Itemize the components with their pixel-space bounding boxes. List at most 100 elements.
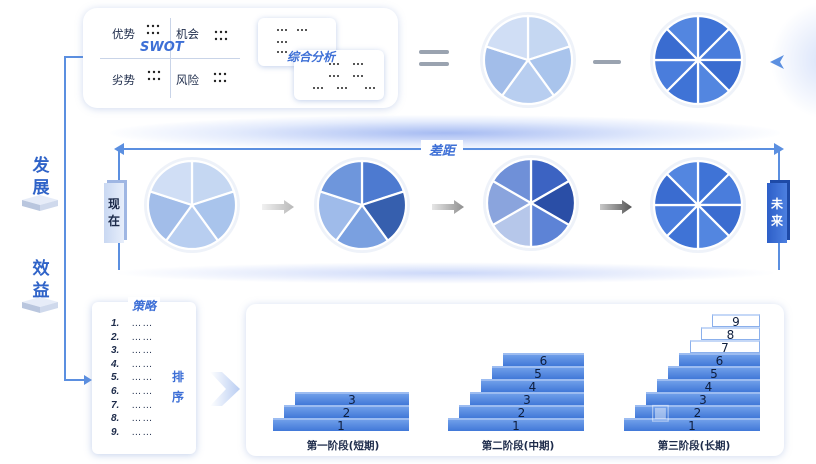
ranking-char: 排: [171, 370, 184, 384]
pie-segment: [484, 14, 530, 62]
strategy-item-number: 1.: [111, 318, 120, 329]
arrow-left-icon: [770, 55, 784, 69]
stair-step: 1: [624, 418, 760, 432]
connector-line: [64, 56, 84, 58]
equals-sign-icon: [419, 62, 449, 66]
dots-icon: [146, 24, 160, 35]
benefit-label: 效益: [26, 258, 56, 302]
strategy-item-number: 2.: [111, 331, 120, 343]
stage-label: 第一阶段(短期): [306, 440, 380, 452]
now-pillar: 现 在: [104, 183, 124, 243]
strategy-item: 4. ……: [111, 359, 153, 370]
swot-threat: 风险: [176, 73, 199, 87]
pie-segment: [526, 45, 574, 98]
strategy-item-ellipsis: ……: [131, 386, 154, 397]
pie-segment: [482, 45, 530, 98]
strategy-item: 5. ……: [111, 372, 153, 383]
dots-icon: [213, 72, 227, 83]
stair-step: 7: [690, 340, 760, 354]
analysis-card: [294, 50, 384, 100]
swot-title: SWOT: [140, 40, 184, 55]
strategy-item-ellipsis: ……: [131, 318, 154, 329]
pie-stage-1: [314, 157, 410, 253]
stair-step: 1: [273, 418, 409, 432]
strategy-item: 6. ……: [111, 386, 153, 397]
strategy-item-number: 4.: [111, 358, 120, 370]
strategy-item-number: 6.: [111, 386, 120, 397]
connector-line: [64, 379, 86, 381]
pie-segment: [491, 157, 533, 205]
strategy-item-ellipsis: ……: [131, 345, 154, 357]
gap-label: 差距: [421, 140, 464, 159]
dots-icon: [313, 63, 375, 89]
stair-step: 6: [503, 353, 584, 367]
strategy-item-number: 5.: [111, 372, 120, 384]
strategy-item: 7. ……: [111, 400, 153, 411]
ranking-char: 序: [171, 390, 184, 404]
cube-base-icon: [22, 195, 58, 211]
pie-segment: [316, 190, 364, 243]
stair-step: 1: [448, 418, 584, 432]
pie-diagram-target: [650, 12, 746, 108]
strategy-item-number: 8.: [111, 413, 120, 425]
swot-opportunity: 机会: [176, 27, 199, 41]
strategy-item: 2. ……: [111, 332, 153, 343]
stage-label: 第二阶段(中期): [481, 440, 555, 452]
strategy-item-ellipsis: ……: [131, 358, 154, 370]
pie-diagram-current: [480, 12, 576, 108]
ranking-label: 排 序: [171, 367, 185, 407]
stair-step: 3: [470, 392, 584, 406]
pie-segment: [148, 159, 194, 207]
stair-step: 6: [679, 353, 760, 367]
strategy-item-ellipsis: ……: [131, 426, 154, 438]
strategy-card: [92, 302, 196, 454]
swot-weakness: 劣势: [112, 73, 135, 87]
future-pillar: 未 来: [767, 183, 787, 243]
swot-strength: 优势: [112, 27, 135, 41]
now-char: 在: [107, 214, 120, 228]
future-char: 未: [770, 197, 783, 211]
future-char: 来: [770, 214, 783, 228]
arrow-right-icon: [600, 200, 632, 214]
chevron-right-icon: [210, 372, 240, 406]
stair-step: 2: [459, 405, 584, 419]
pie-segment: [665, 14, 700, 63]
dots-icon: [147, 70, 161, 81]
stair-step: 2: [635, 405, 760, 419]
synthesis-title: 综合分析: [287, 50, 336, 64]
pie-segment: [190, 190, 238, 243]
strategy-item-ellipsis: ……: [131, 372, 154, 384]
strategy-item-ellipsis: ……: [131, 331, 154, 343]
arrow-right-icon: [774, 143, 784, 155]
pie-segment: [334, 203, 390, 251]
pie-segment: [318, 159, 364, 207]
pie-segment: [360, 190, 408, 243]
equals-sign-icon: [419, 50, 449, 54]
stage-label: 第三阶段(长期): [657, 440, 731, 452]
divider: [100, 58, 240, 59]
pie-segment: [665, 159, 700, 208]
now-char: 现: [107, 197, 120, 211]
stair-step: 3: [295, 392, 409, 406]
minus-sign-icon: [593, 60, 621, 64]
development-label: 发展: [26, 155, 56, 199]
stair-step: 3: [646, 392, 760, 406]
connector-line: [64, 56, 66, 380]
strategy-item-number: 3.: [111, 345, 120, 357]
arrow-left-icon: [114, 143, 124, 155]
strategy-item: 9.……: [111, 427, 153, 438]
strategy-item-ellipsis: ……: [131, 399, 154, 411]
pie-stage-2: [483, 155, 579, 251]
cube-base-icon: [22, 297, 58, 313]
stair-step: 5: [668, 366, 760, 380]
strategy-item-number: 7.: [111, 399, 120, 411]
decorative-glow: [110, 262, 780, 284]
pie-segment: [500, 58, 556, 106]
benefit-text: 效益: [32, 259, 50, 301]
strategy-item: 8.……: [111, 413, 153, 424]
pie-segment: [146, 190, 194, 243]
stair-step: 5: [492, 366, 584, 380]
arrow-right-icon: [84, 375, 92, 385]
arrow-right-icon: [262, 200, 294, 214]
stair-step: 9: [712, 314, 760, 328]
